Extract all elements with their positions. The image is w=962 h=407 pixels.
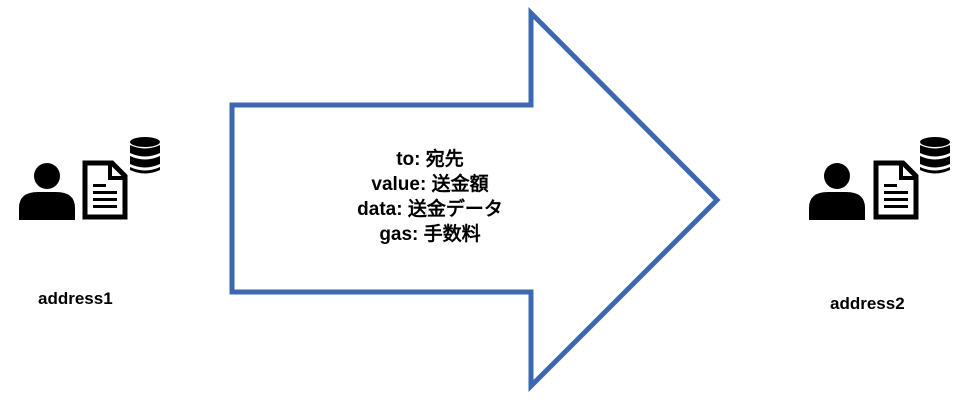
document-icon — [873, 160, 919, 220]
field-data: data: 送金データ — [357, 199, 503, 220]
field-gas: gas: 手数料 — [379, 224, 481, 245]
database-icon — [130, 137, 160, 174]
document-icon — [82, 160, 128, 220]
field-value: value: 送金額 — [371, 174, 489, 195]
transaction-fields: to: 宛先 value: 送金額 data: 送金データ gas: 手数料 — [300, 147, 560, 247]
transaction-arrow-shape — [229, 6, 721, 393]
receiver-address-label: address2 — [830, 294, 905, 313]
field-to: to: 宛先 — [396, 149, 464, 170]
person-icon — [19, 163, 75, 220]
person-icon — [809, 163, 865, 220]
sender-address-label: address1 — [38, 289, 113, 308]
database-icon — [920, 137, 950, 174]
